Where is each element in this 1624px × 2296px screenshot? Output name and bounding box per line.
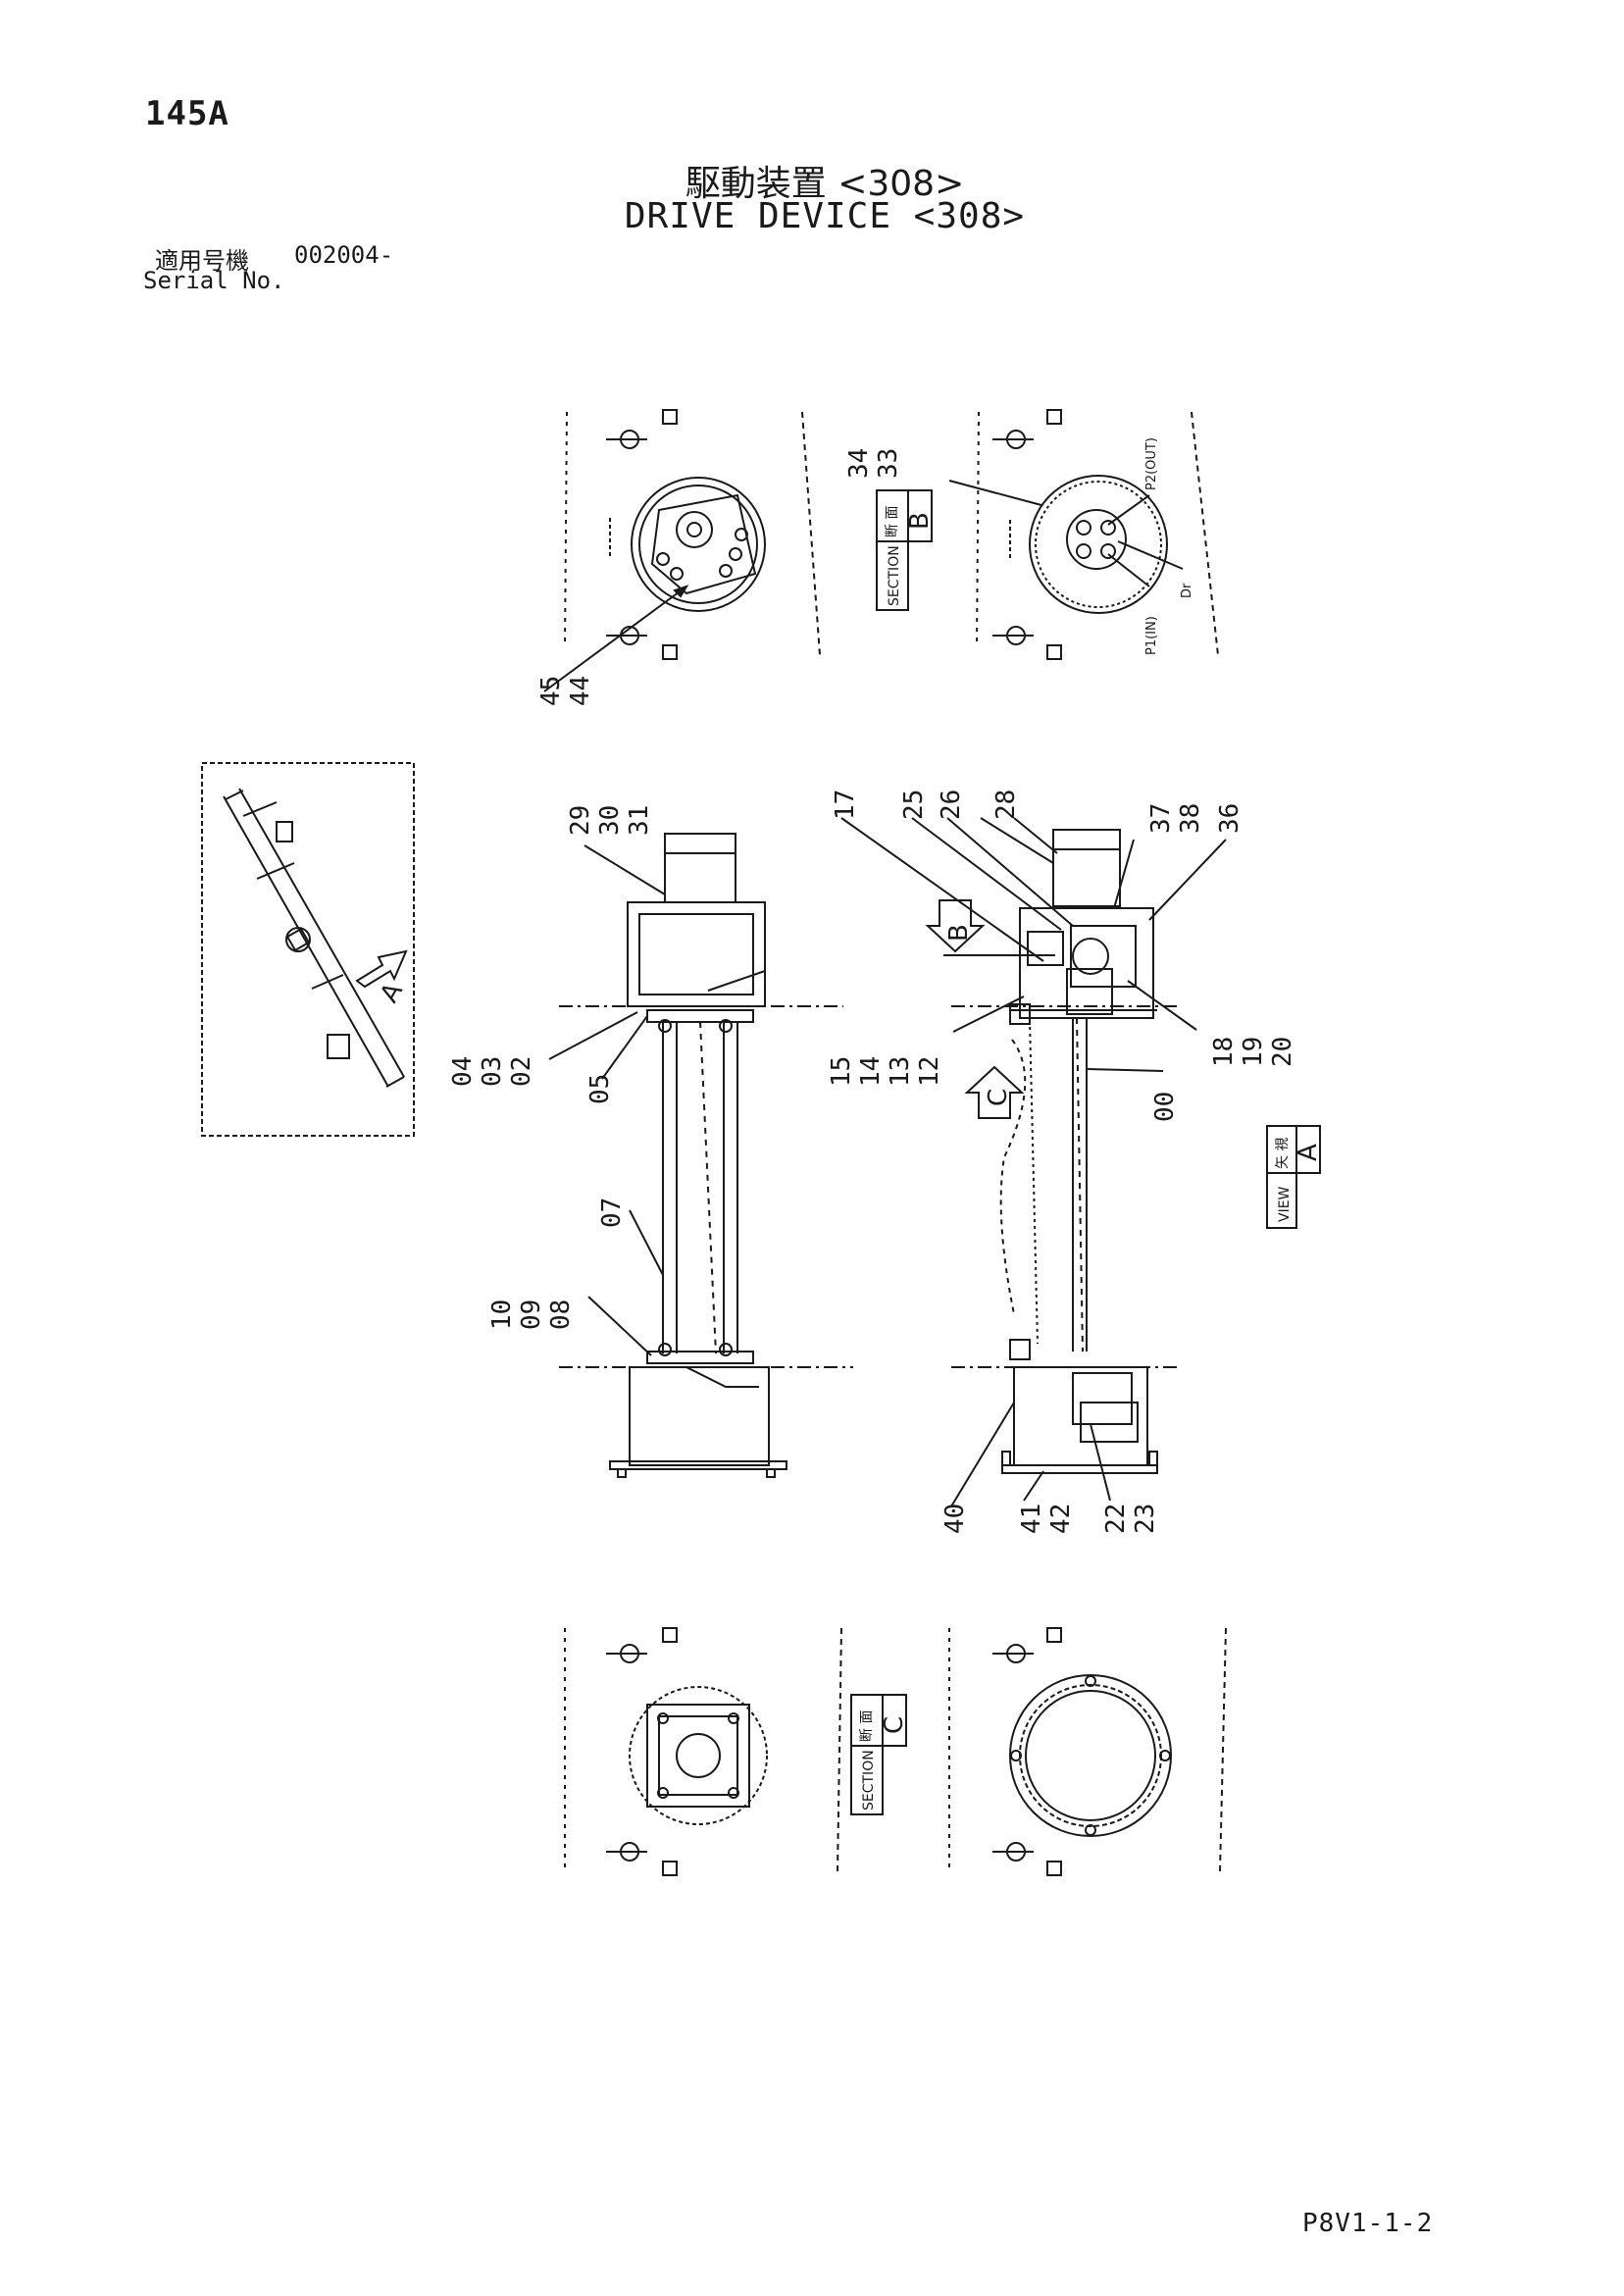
page-code: 145A [145,94,229,133]
title-japanese: 駆動装置 <308> [685,164,965,204]
view-a-en: VIEW [1277,1186,1293,1222]
section-b-en: SECTION [887,545,902,606]
serial-label-japanese: 適用号機 [155,247,249,275]
section-c-letter: C [880,1716,909,1734]
label-right-17: 17 [831,790,860,820]
section-b-letter: B [905,512,935,530]
label-right-22: 2223 [1101,1504,1160,1534]
view-a-jp: 矢 視 [1275,1138,1291,1169]
label-right-37: 3738 [1146,803,1205,834]
drive-front-view [951,829,1177,1474]
arrow-a-letter: A [375,978,409,1008]
section-b-view-right [948,409,1219,660]
label-right-18: 181920 [1209,1037,1297,1067]
label-left-05: 05 [585,1074,615,1104]
section-c-tag: 断 面 SECTION C [859,1710,909,1811]
arrow-c-letter: C [984,1089,1013,1106]
arrow-b-letter: B [944,924,974,942]
label-right-28: 28 [991,790,1021,820]
section-b-view-left [543,409,821,692]
label-left-top: 293031 [566,805,654,836]
section-b-tag: 断 面 SECTION B [885,506,935,606]
key-plan-inset [201,762,415,1137]
view-a-letter: A [1294,1144,1323,1161]
port-p2-out: P2(OUT) [1144,437,1159,490]
footer-page-id: P8V1-1-2 [1302,2209,1434,2238]
label-right-36: 36 [1215,803,1244,834]
view-a-tag: 矢 視 VIEW A [1275,1138,1323,1222]
serial-value: 002004- [294,241,394,269]
serial-label-english: Serial No. [143,267,285,294]
section-c-jp: 断 面 [859,1710,875,1742]
port-p1-in: P1(IN) [1144,616,1159,655]
port-labels: P2(OUT) P1(IN) Dr [1144,437,1194,655]
section-c-view-left [564,1627,842,1876]
part-number-labels: 3433 4544 293031 040302 05 07 100908 17 … [448,448,1297,1534]
port-dr: Dr [1180,583,1194,598]
label-sb-upper: 3433 [844,448,903,479]
label-right-15: 15141312 [827,1056,944,1087]
title-english: DRIVE DEVICE <308> [624,196,1026,236]
label-right-26: 26 [937,790,966,820]
section-c-view-right [948,1627,1227,1876]
label-left-mid: 040302 [448,1056,536,1087]
section-b-jp: 断 面 [885,506,900,537]
label-right-40: 40 [940,1504,970,1534]
label-right-41: 4142 [1017,1504,1076,1534]
section-c-en: SECTION [861,1750,877,1811]
drive-side-view [559,833,853,1478]
label-right-00: 00 [1150,1092,1180,1122]
label-left-bot: 100908 [487,1300,576,1330]
label-sb-lower: 4544 [536,676,595,706]
label-right-25: 25 [899,790,929,820]
label-left-07: 07 [597,1198,627,1228]
